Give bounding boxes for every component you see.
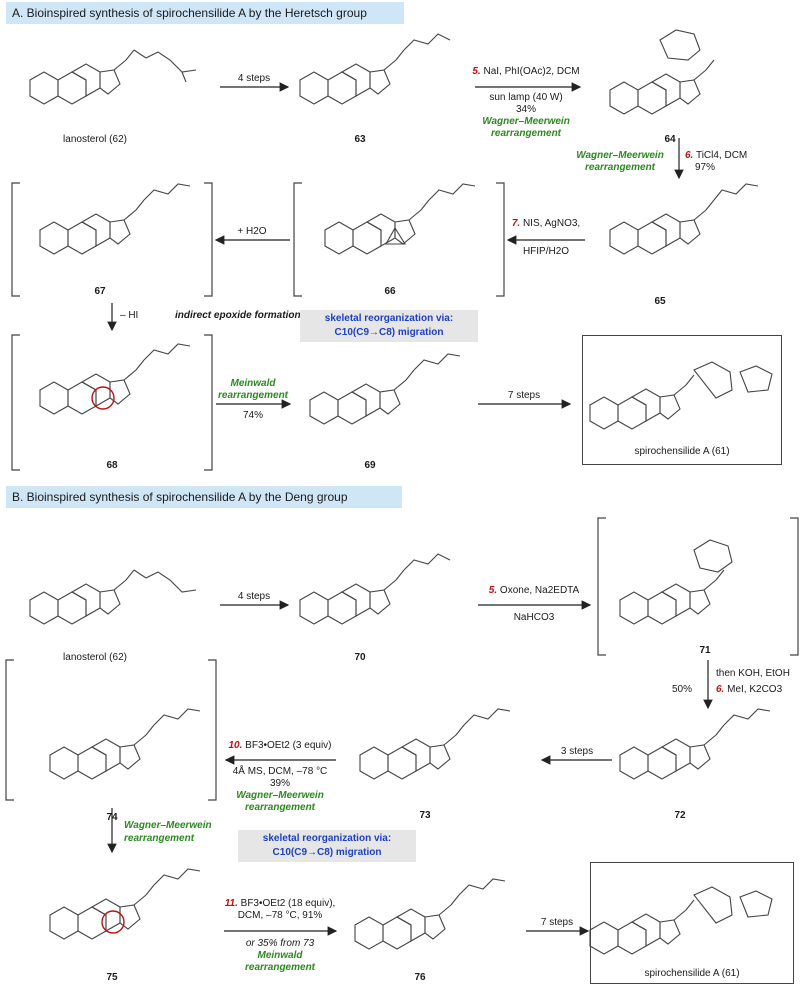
compound-61a-label: spirochensilide A (61): [634, 446, 730, 457]
molecule-63: [299, 33, 451, 105]
step6-b-reagents: 6. MeI, K2CO3: [716, 684, 783, 695]
molecule-71: [619, 539, 733, 625]
molecule-73: [359, 708, 511, 780]
compound-66-label: 66: [384, 286, 396, 297]
step5-b-base: NaHCO3: [513, 612, 555, 623]
compound-65-label: 65: [654, 296, 666, 307]
minus-hi-label: – HI: [120, 310, 139, 321]
compound-72-label: 72: [674, 810, 686, 821]
indirect-epoxide-label: indirect epoxide formation: [175, 310, 301, 321]
step5-a-reagents: 5. NaI, PhI(OAc)2, DCM: [472, 66, 580, 77]
compound-73-label: 73: [419, 810, 431, 821]
compound-75-label: 75: [106, 972, 118, 983]
step6-a-reagents: 6. TiCl4, DCM: [685, 150, 748, 161]
molecule-75: [49, 868, 201, 940]
meinwald-a-1: Meinwald: [230, 378, 276, 389]
step11-cond: DCM, –78 °C, 91%: [237, 910, 323, 921]
step6-a-label-1: Wagner–Meerwein: [576, 150, 664, 161]
reorg-a-line2: C10(C9→C8) migration: [334, 327, 444, 338]
step5-a-light: sun lamp (40 W): [489, 92, 563, 103]
water-label: + H2O: [237, 226, 267, 237]
step11-name-2: rearrangement: [244, 962, 316, 973]
molecule-62: [29, 49, 197, 105]
compound-61b-label: spirochensilide A (61): [644, 968, 740, 979]
step7-a-solvent: HFIP/H2O: [522, 246, 570, 257]
reorg-b-line1: skeletal reorganization via:: [262, 833, 392, 844]
step5-b-reagents: 5. Oxone, Na2EDTA: [488, 585, 580, 596]
molecule-61b: [589, 886, 773, 955]
meinwald-a-yield: 74%: [242, 410, 264, 421]
compound-62-label: lanosterol (62): [63, 134, 127, 145]
molecule-76: [354, 878, 506, 950]
then-label: then KOH, EtOH: [716, 668, 790, 679]
step11-name-1: Meinwald: [257, 950, 303, 961]
molecule-65: [609, 183, 759, 255]
compound-62b-label: lanosterol (62): [63, 652, 127, 663]
compound-67-label: 67: [94, 286, 106, 297]
arrow-69-61-label: 7 steps: [507, 390, 541, 401]
molecule-64: [609, 29, 715, 115]
wm-down-1: Wagner–Meerwein: [124, 820, 212, 831]
step11-alt: or 35% from 73: [245, 938, 315, 949]
reorg-a-line1: skeletal reorganization via:: [324, 313, 454, 324]
step5-a-yield: 34%: [515, 104, 537, 115]
step6-b-yield: 50%: [672, 684, 693, 695]
step10-name-1: Wagner–Meerwein: [236, 790, 324, 801]
molecule-74: [49, 708, 201, 780]
step6-a-yield: 97%: [694, 162, 716, 173]
molecule-70: [299, 553, 451, 625]
compound-71-label: 71: [699, 645, 711, 656]
arrow-76-61-label: 7 steps: [540, 917, 574, 928]
step10-yield: 39%: [269, 778, 291, 789]
arrow-72-73-label: 3 steps: [560, 746, 594, 757]
step10-name-2: rearrangement: [244, 802, 316, 813]
molecule-67: [39, 183, 191, 255]
step10-cond: 4Å MS, DCM, –78 °C: [232, 766, 328, 777]
meinwald-a-2: rearrangement: [217, 390, 289, 401]
section-a-header: A. Bioinspired synthesis of spirochensil…: [6, 2, 404, 24]
compound-70-label: 70: [354, 652, 366, 663]
wm-down-2: rearrangement: [124, 833, 195, 844]
molecule-62b: [29, 569, 197, 625]
compound-76-label: 76: [414, 972, 426, 983]
arrow-62-63-label: 4 steps: [237, 73, 271, 84]
step6-a-label-2: rearrangement: [584, 162, 656, 173]
molecule-69: [309, 353, 461, 425]
compound-69-label: 69: [364, 460, 376, 471]
section-b-header: B. Bioinspired synthesis of spirochensil…: [6, 486, 402, 508]
arrow-62-70-label: 4 steps: [237, 591, 271, 602]
compound-68-label: 68: [106, 460, 118, 471]
reorg-b-line2: C10(C9→C8) migration: [272, 847, 382, 858]
molecule-66: [324, 183, 476, 255]
molecule-68: [39, 343, 191, 415]
molecule-72: [619, 708, 771, 780]
compound-74-label: 74: [106, 812, 118, 823]
step11-reagents: 11. BF3•OEt2 (18 equiv),: [224, 898, 336, 909]
compound-63-label: 63: [354, 134, 366, 145]
reorg-box-b: [238, 830, 416, 862]
product-box-a: [582, 335, 782, 465]
reorg-box-a: [300, 310, 478, 342]
compound-64-label: 64: [664, 134, 676, 145]
step10-reagents: 10. BF3•OEt2 (3 equiv): [228, 740, 332, 751]
product-box-b: [590, 862, 794, 984]
step5-a-name-1: Wagner–Meerwein: [482, 116, 570, 127]
molecule-61a: [589, 361, 773, 430]
step5-a-name-2: rearrangement: [490, 128, 562, 139]
step7-a-reagents: 7. NIS, AgNO3,: [511, 218, 581, 229]
